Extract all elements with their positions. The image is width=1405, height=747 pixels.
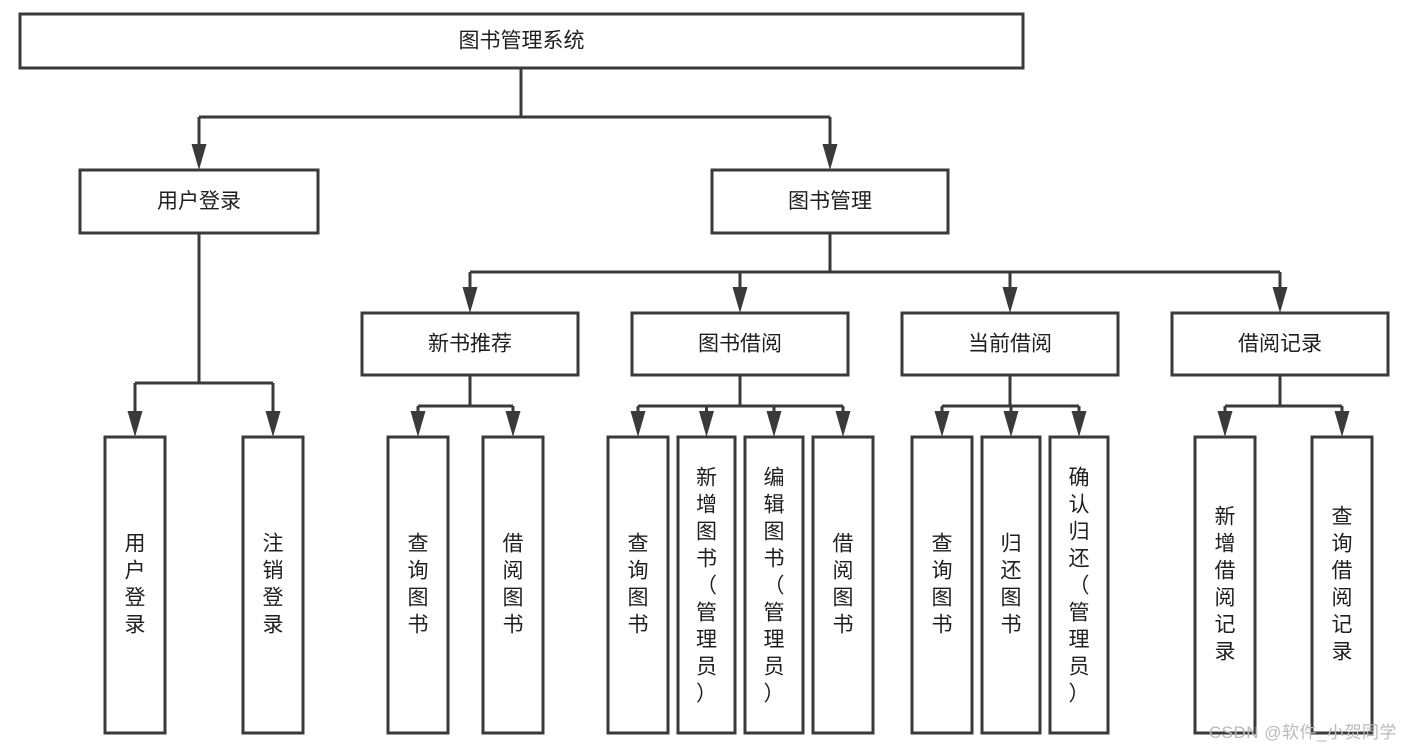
- node-label: 查询图书: [932, 532, 953, 636]
- node-leaf-user-login[interactable]: 用户登录: [103, 435, 167, 735]
- arrow-head-icon: [127, 411, 143, 437]
- node-leaf-query-book-1[interactable]: 查询图书: [386, 435, 450, 735]
- node-box[interactable]: [1310, 435, 1374, 735]
- node-leaf-query-book-2[interactable]: 查询图书: [606, 435, 670, 735]
- node-box[interactable]: [360, 311, 580, 377]
- arrow-head-icon: [1217, 411, 1233, 437]
- node-box[interactable]: [103, 435, 167, 735]
- node-label: 确认归还（管理员）: [1069, 466, 1090, 705]
- node-box[interactable]: [1048, 435, 1110, 735]
- node-box[interactable]: [910, 435, 974, 735]
- node-box[interactable]: [630, 311, 850, 377]
- node-label: 图书管理: [788, 190, 872, 213]
- arrow-head-icon: [462, 287, 478, 313]
- node-leaf-confirm-return[interactable]: 确认归还（管理员）: [1048, 435, 1110, 735]
- node-label: 新增图书（管理员）: [696, 466, 717, 705]
- node-book-borrow[interactable]: 图书借阅: [630, 311, 850, 377]
- node-new-book-recommend[interactable]: 新书推荐: [360, 311, 580, 377]
- arrow-head-icon: [191, 144, 207, 170]
- node-label: 新书推荐: [428, 333, 512, 356]
- connector-group-book-borrow: [630, 375, 851, 437]
- node-label: 编辑图书（管理员）: [764, 466, 785, 705]
- node-current-borrow[interactable]: 当前借阅: [900, 311, 1120, 377]
- node-label: 图书借阅: [698, 333, 782, 356]
- arrow-head-icon: [1272, 287, 1288, 313]
- arrow-head-icon: [1002, 287, 1018, 313]
- connector-group-current-borrow: [934, 375, 1087, 437]
- node-leaf-edit-book[interactable]: 编辑图书（管理员）: [743, 435, 805, 735]
- arrow-head-icon: [630, 411, 646, 437]
- node-label: 查询借阅记录: [1332, 505, 1353, 663]
- arrow-head-icon: [732, 287, 748, 313]
- node-box[interactable]: [743, 435, 805, 735]
- node-label: 注销登录: [263, 532, 284, 636]
- arrow-head-icon: [835, 411, 851, 437]
- node-leaf-add-book[interactable]: 新增图书（管理员）: [676, 435, 737, 735]
- node-box[interactable]: [1193, 435, 1257, 735]
- node-leaf-add-record[interactable]: 新增借阅记录: [1193, 435, 1257, 735]
- node-user-login[interactable]: 用户登录: [78, 168, 320, 235]
- node-label: 借阅图书: [833, 532, 854, 636]
- node-label: 借阅图书: [503, 532, 524, 636]
- node-leaf-query-book-3[interactable]: 查询图书: [910, 435, 974, 735]
- node-box[interactable]: [481, 435, 545, 735]
- node-layer: 图书管理系统用户登录图书管理新书推荐图书借阅当前借阅借阅记录用户登录注销登录查询…: [18, 12, 1390, 735]
- node-box[interactable]: [900, 311, 1120, 377]
- connector-group-new-book-recommend: [410, 375, 521, 437]
- connector-layer: [127, 68, 1350, 437]
- node-box[interactable]: [1170, 311, 1390, 377]
- node-box[interactable]: [241, 435, 305, 735]
- arrow-head-icon: [699, 411, 714, 437]
- connector-group-user-login: [127, 233, 281, 437]
- arrow-head-icon: [766, 411, 782, 437]
- connector-group-borrow-record: [1217, 375, 1350, 437]
- arrow-head-icon: [934, 411, 950, 437]
- arrow-head-icon: [1071, 411, 1087, 437]
- node-borrow-record[interactable]: 借阅记录: [1170, 311, 1390, 377]
- node-leaf-query-record[interactable]: 查询借阅记录: [1310, 435, 1374, 735]
- node-label: 图书管理系统: [459, 30, 585, 53]
- node-box[interactable]: [811, 435, 875, 735]
- arrow-head-icon: [1003, 411, 1019, 437]
- node-box[interactable]: [18, 12, 1025, 70]
- node-box[interactable]: [386, 435, 450, 735]
- arrow-head-icon: [410, 411, 426, 437]
- node-leaf-borrow-book-2[interactable]: 借阅图书: [811, 435, 875, 735]
- node-leaf-borrow-book-1[interactable]: 借阅图书: [481, 435, 545, 735]
- arrow-head-icon: [505, 411, 521, 437]
- node-label: 用户登录: [157, 190, 241, 213]
- node-book-manage[interactable]: 图书管理: [710, 168, 950, 235]
- node-label: 借阅记录: [1238, 333, 1322, 356]
- arrow-head-icon: [265, 411, 281, 437]
- node-box[interactable]: [980, 435, 1042, 735]
- node-label: 查询图书: [628, 532, 649, 636]
- node-label: 归还图书: [1001, 532, 1022, 636]
- node-leaf-logout[interactable]: 注销登录: [241, 435, 305, 735]
- node-leaf-return-book[interactable]: 归还图书: [980, 435, 1042, 735]
- connector-group-root: [191, 68, 838, 170]
- node-box[interactable]: [606, 435, 670, 735]
- node-box[interactable]: [78, 168, 320, 235]
- node-label: 当前借阅: [968, 333, 1052, 356]
- node-box[interactable]: [676, 435, 737, 735]
- connector-group-book-manage: [462, 233, 1288, 313]
- node-label: 查询图书: [408, 532, 429, 636]
- node-root[interactable]: 图书管理系统: [18, 12, 1025, 70]
- arrow-head-icon: [822, 144, 838, 170]
- node-label: 用户登录: [125, 532, 146, 636]
- node-box[interactable]: [710, 168, 950, 235]
- node-label: 新增借阅记录: [1215, 505, 1236, 663]
- arrow-head-icon: [1334, 411, 1350, 437]
